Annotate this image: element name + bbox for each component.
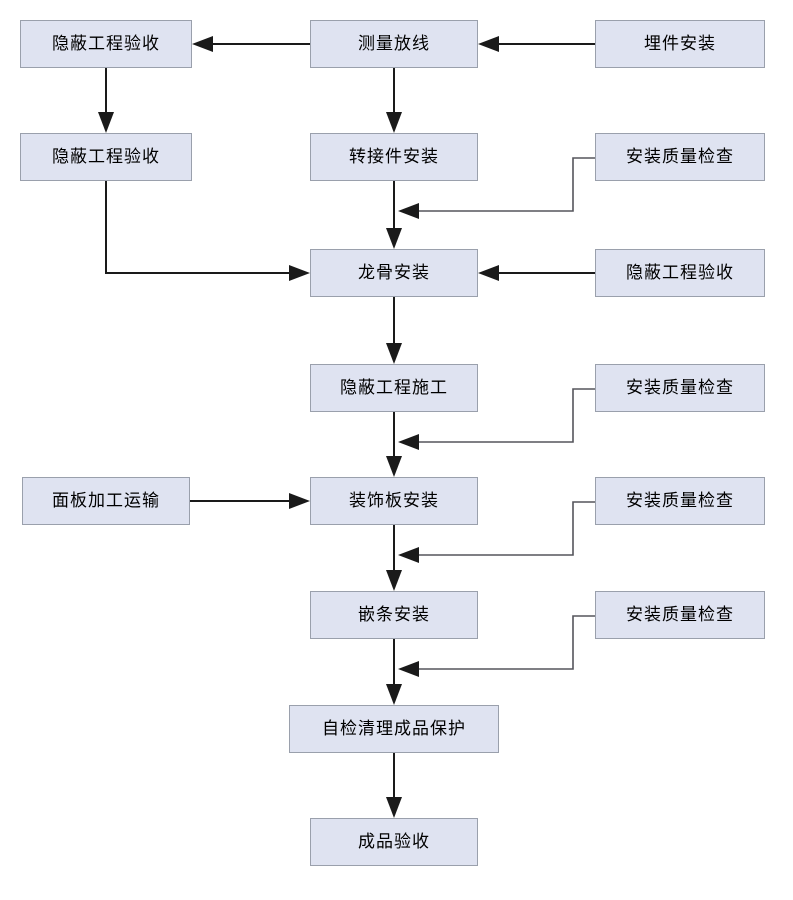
node-maijian-anzhuang[interactable]: 埋件安装	[595, 20, 765, 68]
edge-yinbishigong-to-zhuangshiban	[386, 412, 402, 477]
edge-longgu-to-yinbishigong	[386, 297, 402, 364]
node-anzhuang-zhiliang-jiancha-2[interactable]: 安装质量检查	[595, 364, 765, 412]
edge-celiang-to-zhuanjiejian	[386, 68, 402, 133]
node-zhuangshiban-anzhuang[interactable]: 装饰板安装	[310, 477, 478, 525]
node-chengpin-yanshou[interactable]: 成品验收	[310, 818, 478, 866]
node-qiantiao-anzhuang[interactable]: 嵌条安装	[310, 591, 478, 639]
node-mianban-jiagong-yunshu[interactable]: 面板加工运输	[22, 477, 190, 525]
node-yinbi-gongcheng-shigong[interactable]: 隐蔽工程施工	[310, 364, 478, 412]
edge-zhuanjiejian-to-longgu	[386, 181, 402, 249]
edge-celiang-to-yinbi1	[192, 36, 310, 52]
node-yinbi-gongcheng-yanshou-1[interactable]: 隐蔽工程验收	[20, 20, 192, 68]
node-anzhuang-zhiliang-jiancha-3[interactable]: 安装质量检查	[595, 477, 765, 525]
node-zhuanjiejian-anzhuang[interactable]: 转接件安装	[310, 133, 478, 181]
node-zijian-qingli-chengpin-baohu[interactable]: 自检清理成品保护	[289, 705, 499, 753]
node-longgu-anzhuang[interactable]: 龙骨安装	[310, 249, 478, 297]
edge-maijian-to-celiang	[478, 36, 595, 52]
edge-zhuangshiban-to-qiantiao	[386, 525, 402, 591]
node-yinbi-gongcheng-yanshou-2[interactable]: 隐蔽工程验收	[20, 133, 192, 181]
edge-mianban-to-zhuangshiban	[190, 493, 310, 509]
node-anzhuang-zhiliang-jiancha-4[interactable]: 安装质量检查	[595, 591, 765, 639]
edge-zijian-to-chengpin	[386, 753, 402, 818]
edge-yinbi3-to-longgu	[478, 265, 595, 281]
node-celiang-fangxian[interactable]: 测量放线	[310, 20, 478, 68]
node-yinbi-gongcheng-yanshou-3[interactable]: 隐蔽工程验收	[595, 249, 765, 297]
edge-qiantiao-to-zijian	[386, 639, 402, 705]
edge-yinbi2-to-longgu	[105, 181, 310, 281]
node-anzhuang-zhiliang-jiancha-1[interactable]: 安装质量检查	[595, 133, 765, 181]
edge-yinbi1-to-yinbi2	[98, 68, 114, 133]
